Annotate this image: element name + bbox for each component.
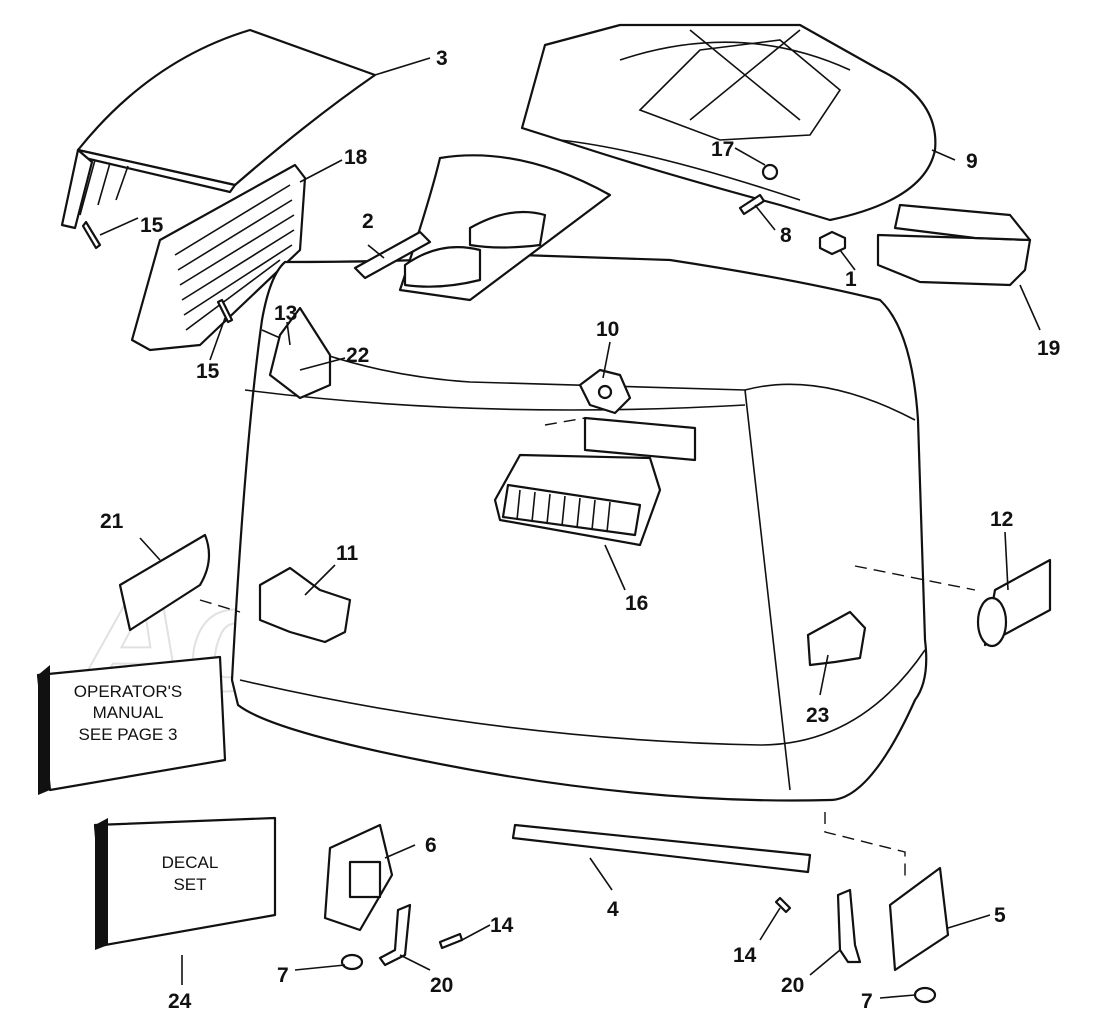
label-part-3: 3 — [436, 47, 448, 70]
label-part-13: 13 — [274, 302, 297, 325]
label-part-9: 9 — [966, 150, 978, 173]
decal-set-box: DECAL SET — [93, 816, 277, 950]
part-19 — [876, 203, 1032, 287]
label-part-18: 18 — [344, 146, 368, 169]
part-bracket-6 — [323, 823, 394, 932]
part-plate-13-22 — [268, 306, 332, 400]
label-part-20-right: 20 — [781, 974, 804, 997]
label-part-24: 24 — [168, 990, 192, 1013]
part-small-hardware — [81, 220, 937, 1004]
part-10 — [578, 368, 632, 415]
label-part-22: 22 — [346, 344, 369, 367]
label-part-12: 12 — [990, 508, 1013, 531]
part-top-silencer — [520, 23, 937, 222]
part-grille — [130, 163, 307, 352]
part-decal-21 — [118, 533, 241, 632]
label-part-14-left: 14 — [490, 914, 514, 937]
manual-text-line-3: SEE PAGE 3 — [79, 725, 178, 744]
part-vent — [493, 416, 697, 547]
label-part-6: 6 — [425, 834, 437, 857]
label-part-17: 17 — [711, 138, 734, 161]
label-part-20-left: 20 — [430, 974, 453, 997]
label-part-19: 19 — [1037, 337, 1060, 360]
label-part-16: 16 — [625, 592, 648, 615]
part-decal-12 — [854, 558, 1052, 648]
label-part-21: 21 — [100, 510, 124, 533]
part-clip-20b — [836, 888, 862, 964]
part-pad-11 — [258, 566, 352, 644]
leader-lines — [99, 57, 1041, 999]
label-part-14-right: 14 — [733, 944, 757, 967]
part-pad-23 — [806, 610, 867, 667]
label-part-23: 23 — [806, 704, 829, 727]
manual-text-line-1: OPERATOR'S — [74, 682, 182, 701]
label-part-15-top: 15 — [140, 214, 164, 237]
part-seal-strip — [511, 823, 812, 874]
label-part-7-left: 7 — [277, 964, 289, 987]
label-part-1: 1 — [845, 268, 857, 291]
operators-manual-box: OPERATOR'S MANUAL SEE PAGE 3 — [36, 655, 227, 795]
part-bracket-5 — [824, 812, 950, 972]
label-part-7-right: 7 — [861, 990, 873, 1013]
label-part-11: 11 — [336, 542, 359, 565]
decal-text-line-1: DECAL — [162, 853, 219, 872]
part-clip-20a — [378, 903, 412, 967]
label-part-15-bottom: 15 — [196, 360, 220, 383]
label-part-2: 2 — [362, 210, 374, 233]
manual-text-line-2: MANUAL — [93, 703, 164, 722]
label-part-4: 4 — [607, 898, 619, 921]
part-number-labels: 1 2 3 4 5 6 7 7 8 9 10 11 12 13 14 14 15… — [100, 47, 1060, 1013]
label-part-5: 5 — [994, 904, 1006, 927]
part-screw-grommet — [738, 163, 779, 216]
decal-text-line-2: SET — [173, 875, 206, 894]
label-part-8: 8 — [780, 224, 792, 247]
label-part-10: 10 — [596, 318, 619, 341]
part-rear-top-cover — [60, 28, 377, 230]
part-nut — [818, 230, 847, 256]
